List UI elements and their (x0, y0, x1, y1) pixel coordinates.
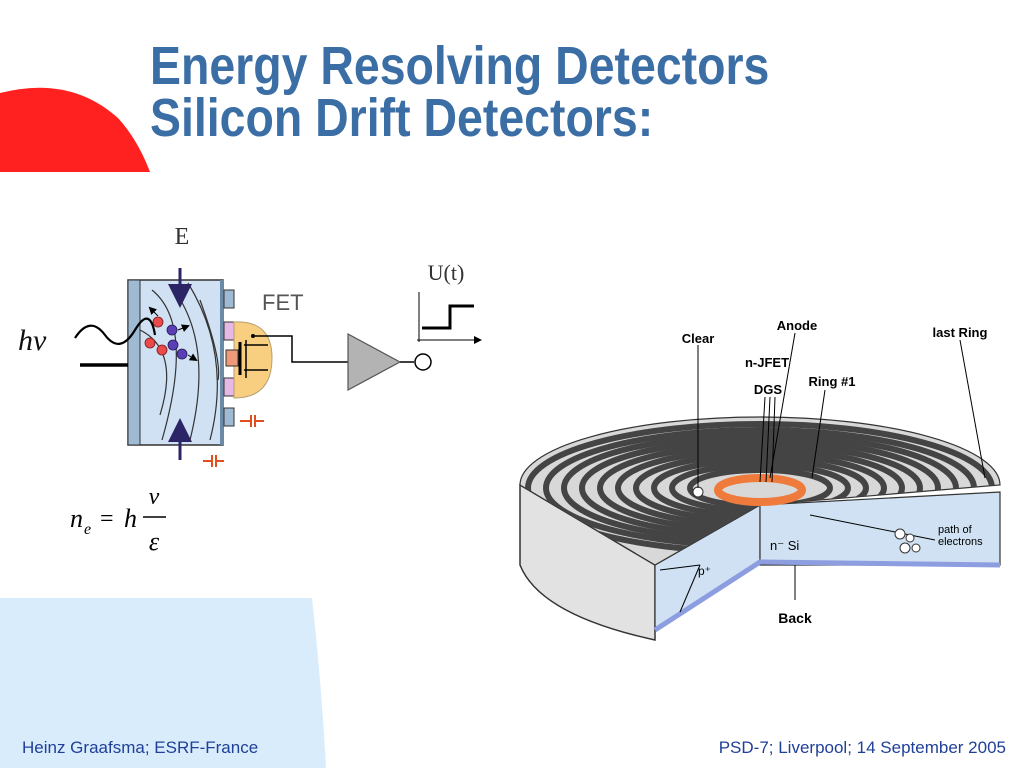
electron-1 (166, 324, 178, 336)
footer-author: Heinz Graafsma; ESRF-France (22, 738, 259, 757)
label-back: Back (778, 610, 812, 626)
label-n-si: n⁻ Si (770, 538, 799, 553)
formula-equals: = (100, 506, 114, 532)
formula-denominator: ε (149, 527, 160, 556)
title-line-2: Silicon Drift Detectors: (150, 88, 654, 148)
electron-path-markers (894, 528, 921, 554)
field-label: E (175, 224, 190, 250)
hole-1 (152, 316, 164, 328)
output-terminal (414, 353, 432, 371)
footer-conference: PSD-7; Liverpool; 14 September 2005 (718, 738, 1006, 757)
slide-title: Energy Resolving Detectors Silicon Drift… (150, 39, 769, 145)
signal-label: U(t) (428, 260, 465, 285)
hole-2 (144, 337, 156, 349)
electron-3 (176, 348, 188, 360)
detector-outer-wall (519, 483, 656, 641)
label-electrons: electrons (938, 536, 983, 548)
formula-subscript: e (84, 521, 91, 538)
clear-contact (692, 486, 704, 498)
bias-capacitor-symbols (203, 415, 264, 467)
incoming-photon (74, 317, 157, 367)
fet-label: FET (262, 290, 304, 315)
photon-energy-label: hν (18, 324, 47, 357)
label-path-of: path of (938, 524, 973, 536)
title-line-1: Energy Resolving Detectors (150, 36, 770, 96)
label-clear: Clear (682, 331, 715, 346)
label-ring-1: Ring #1 (809, 374, 856, 389)
hole-3 (156, 344, 168, 356)
label-njfet: n-JFET (745, 355, 789, 370)
electron-2 (167, 339, 179, 351)
label-anode: Anode (777, 318, 817, 333)
formula-numerator: ν (149, 484, 160, 510)
fet-transistor (223, 289, 273, 427)
charge-formula: n e = h ν ε (70, 484, 166, 556)
formula-n: n (70, 504, 83, 533)
step-signal-plot (417, 292, 482, 344)
red-corner-shape (0, 87, 150, 172)
formula-h: h (124, 504, 137, 533)
label-dgs: DGS (754, 382, 783, 397)
label-last-ring: last Ring (933, 325, 988, 340)
amplifier-triangle (347, 332, 402, 392)
blue-corner-shape (0, 598, 326, 768)
charge-carriers (144, 306, 198, 362)
label-p-plus: p⁺ (698, 564, 711, 578)
signal-wire (253, 335, 348, 363)
